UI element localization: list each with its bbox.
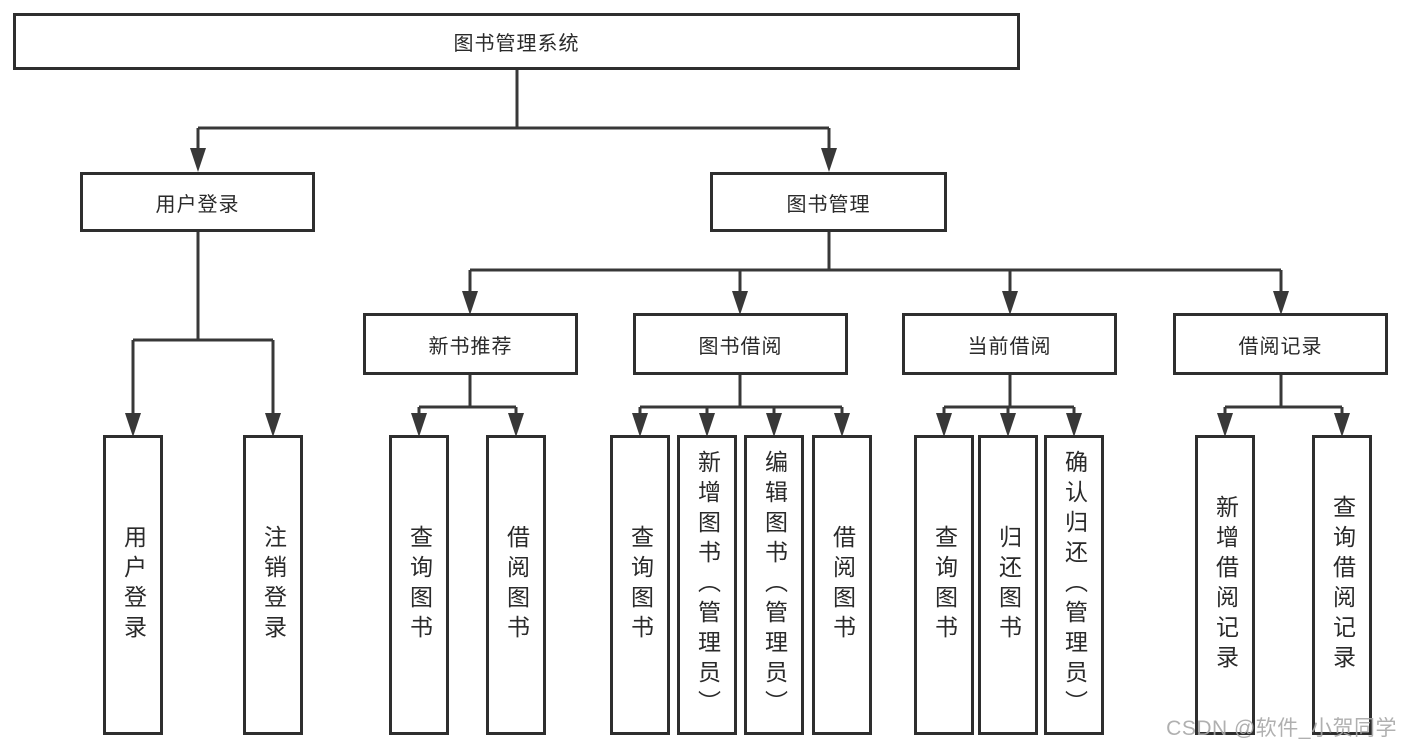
leaf-user-login: 用户登录 (103, 435, 163, 735)
connector-borrow-records-to-leaves (1223, 375, 1344, 423)
leaf-borrow-books-borrowing: 借阅图书 (812, 435, 872, 735)
leaf-return-books: 归还图书 (978, 435, 1038, 735)
arrowheads (125, 148, 1350, 437)
watermark: CSDN @软件_小贺同学 (1166, 717, 1397, 740)
leaf-add-borrow-record: 新增借阅记录 (1195, 435, 1255, 735)
node-root-system: 图书管理系统 (13, 13, 1020, 70)
connector-user-login-to-leaves (131, 232, 275, 423)
connector-new-book-recommend-to-leaves (417, 375, 518, 423)
leaf-query-books-current: 查询图书 (914, 435, 974, 735)
node-current-borrowing: 当前借阅 (902, 313, 1117, 375)
node-book-borrowing: 图书借阅 (633, 313, 848, 375)
connector-book-management-to-level2 (468, 232, 1283, 301)
node-new-book-recommend: 新书推荐 (363, 313, 578, 375)
leaf-query-books-borrowing: 查询图书 (610, 435, 670, 735)
leaf-borrow-books-recommend: 借阅图书 (486, 435, 546, 735)
leaf-confirm-return-admin: 确认归还（管理员） (1044, 435, 1104, 735)
connector-book-borrowing-to-leaves (638, 375, 844, 423)
node-borrow-records: 借阅记录 (1173, 313, 1388, 375)
leaf-query-borrow-record: 查询借阅记录 (1312, 435, 1372, 735)
node-book-management: 图书管理 (710, 172, 947, 232)
connector-root-to-level1 (196, 70, 831, 158)
leaf-query-books-recommend: 查询图书 (389, 435, 449, 735)
node-user-login: 用户登录 (80, 172, 315, 232)
leaf-add-books-admin: 新增图书（管理员） (677, 435, 737, 735)
leaf-logout: 注销登录 (243, 435, 303, 735)
leaf-edit-books-admin: 编辑图书（管理员） (744, 435, 804, 735)
